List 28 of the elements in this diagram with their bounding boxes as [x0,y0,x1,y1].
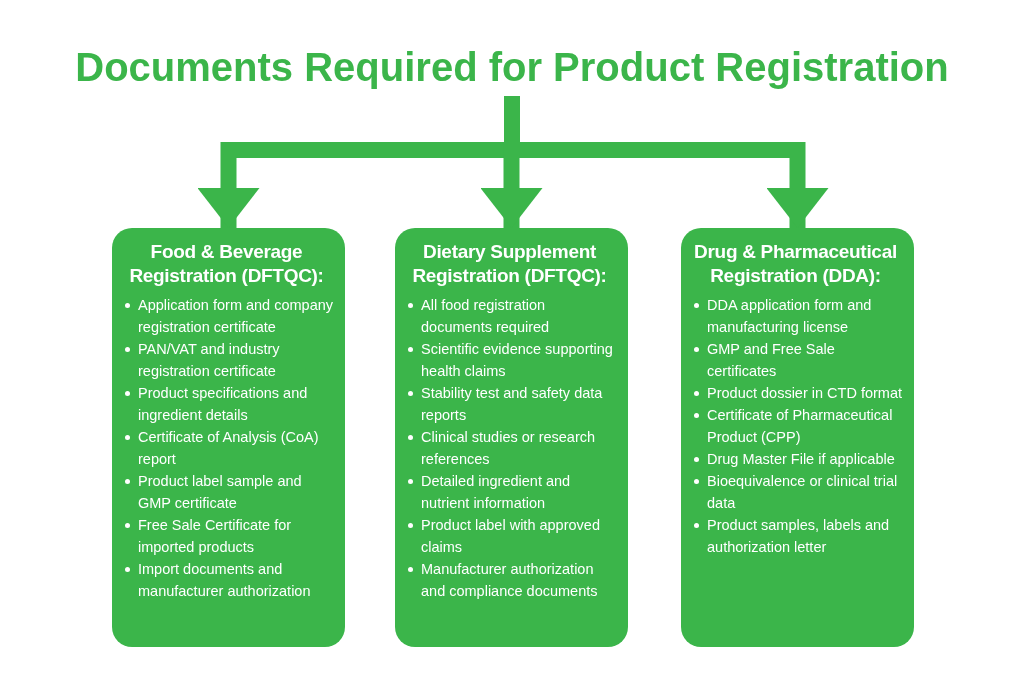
card-heading: Food & Beverage Registration (DFTQC): [128,240,325,288]
bullet-item: DDA application form and manufacturing license [707,297,872,335]
bullet-item: Certificate of Analysis (CoA) report [138,429,319,467]
card-heading: Dietary Supplement Registration (DFTQC): [411,240,608,288]
bullet-item: Product label with approved claims [421,517,600,555]
card-heading: Drug & Pharmaceutical Registration (DDA): [693,240,898,288]
bullet-item: Free Sale Certificate for imported products [138,517,292,555]
bullet-item: All food registration documents required [421,297,550,335]
bullet-item: Product dossier in CTD format [707,385,902,401]
category-card [681,228,914,647]
bullet-item: Product label sample and GMP certificate [138,473,302,511]
category-card [112,228,345,647]
bullet-item: Product samples, labels and authorization letter [707,517,890,555]
bullet-item: PAN/VAT and industry registration certificate [138,341,280,379]
bullet-item: Product specifications and ingredient details [138,385,308,423]
bullet-item: Scientific evidence supporting health claims [421,341,613,379]
bullet-item: Bioequivalence or clinical trial data [707,473,898,511]
bullet-item: GMP and Free Sale certificates [707,341,835,379]
bullet-item: Application form and company registration certificate [138,297,334,335]
bullet-item: Import documents and manufacturer authorization [138,561,311,599]
bullet-item: Certificate of Pharmaceutical Product (CPP) [707,407,893,445]
bullet-item: Stability test and safety data reports [421,385,603,423]
bullet-item: Manufacturer authorization and compliance documents [421,561,598,599]
category-card [395,228,628,647]
bullet-item: Detailed ingredient and nutrient information [421,473,571,511]
bullet-item: Clinical studies or research references [421,429,596,467]
bullet-item: Drug Master File if applicable [707,451,895,467]
title-heading: Documents Required for Product Registration [40,44,984,94]
